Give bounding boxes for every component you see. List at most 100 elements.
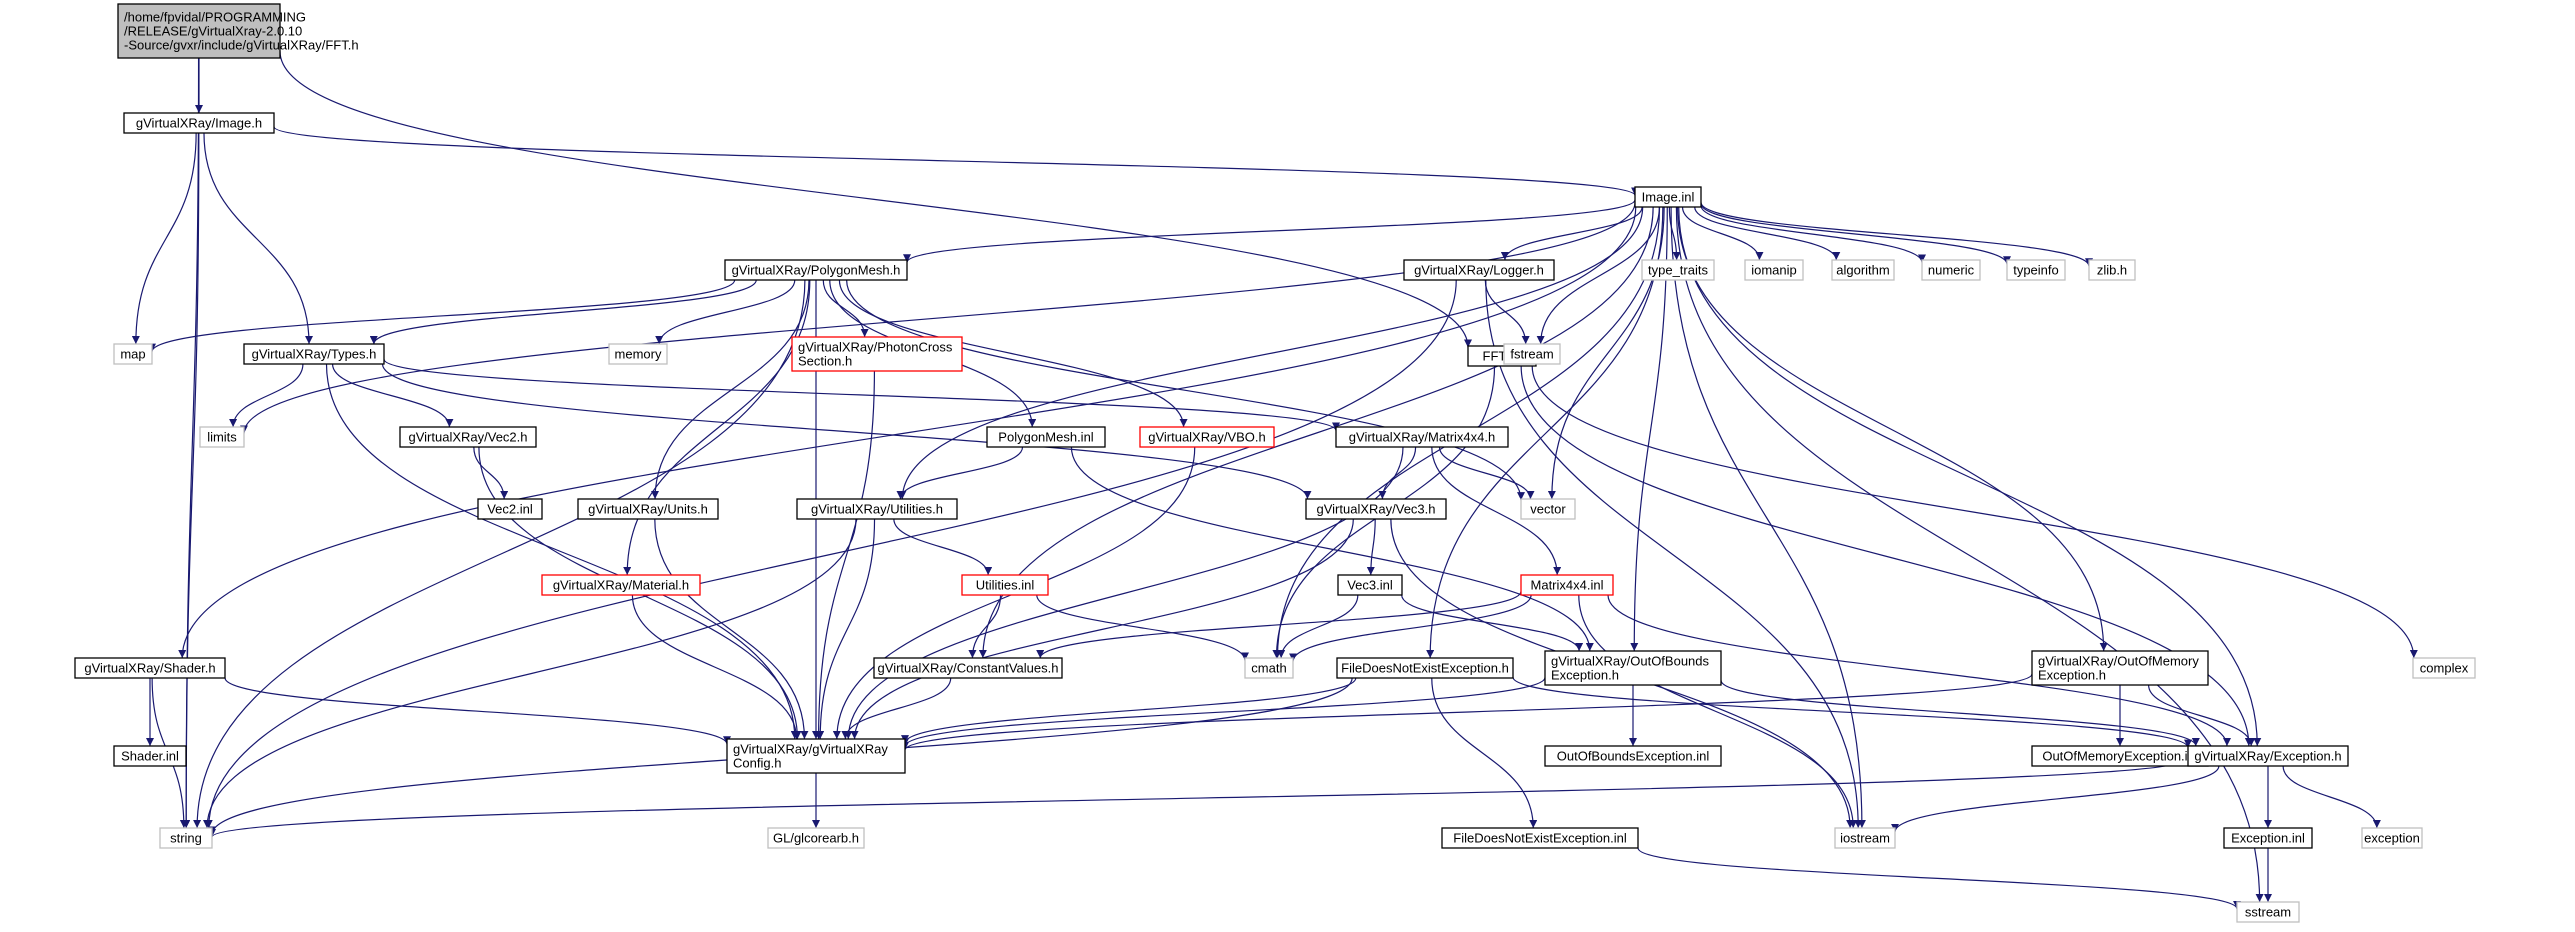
edge-image_inl-to-sstream [1675, 206, 2264, 903]
edge-polymesh_inl-to-utilities_h [896, 446, 1024, 500]
edge-matrix_inl-to-exception_h [1607, 594, 2231, 747]
edge-constval_h-to-config_h [841, 677, 952, 740]
node-label-line: algorithm [1836, 263, 1889, 278]
node-label-line: gVirtualXRay/Matrix4x4.h [1349, 430, 1495, 445]
edge-image_inl-to-iomanip [1681, 206, 1764, 261]
node-box [74, 657, 226, 679]
edge-matrix_h-to-config_h [844, 446, 1404, 740]
edge-material_h-to-config_h [631, 594, 801, 740]
node-box [243, 343, 385, 365]
edge-types_h-to-vec2_h [331, 363, 454, 428]
node-oob-inl[interactable]: OutOfBoundsException.inl [1544, 745, 1722, 767]
node-box [791, 336, 963, 372]
edge-vec3_h-to-vec3_inl [1366, 518, 1376, 576]
node-polymesh-inl[interactable]: PolygonMesh.inl [986, 426, 1106, 448]
node-fdne-inl[interactable]: FileDoesNotExistException.inl [1441, 827, 1639, 849]
node-label-line: OutOfMemoryException.inl [2042, 749, 2197, 764]
node-oob-h[interactable]: gVirtualXRay/OutOfBoundsException.h [1544, 650, 1722, 686]
node-label-line: string [170, 831, 202, 846]
node-label-line: type_traits [1648, 263, 1708, 278]
node-vec2-inl[interactable]: Vec2.inl [477, 498, 543, 520]
node-exception-inl[interactable]: Exception.inl [2223, 827, 2313, 849]
node-exception: exception [2361, 827, 2423, 849]
node-vec2-h[interactable]: gVirtualXRay/Vec2.h [399, 426, 537, 448]
node-label-line: FileDoesNotExistException.h [1341, 661, 1509, 676]
node-image-h[interactable]: gVirtualXRay/Image.h [123, 112, 275, 134]
edge-logger_h-to-fstream [1484, 279, 1530, 345]
node-box [1441, 827, 1639, 849]
node-label-line: gVirtualXRay/Material.h [553, 578, 689, 593]
node-sstream: sstream [2236, 901, 2300, 923]
node-typeinfo: typeinfo [2006, 259, 2066, 281]
node-label-line: gVirtualXRay/Exception.h [2194, 749, 2341, 764]
edge-image_inl-to-zlib_h [1700, 202, 2093, 267]
edge-polymesh_h-to-material_h [623, 279, 811, 576]
node-box [1744, 259, 1804, 281]
edge-image_inl-to-fdne_h [1426, 206, 1664, 659]
node-label-line: Image.inl [1642, 190, 1695, 205]
node-label-line: Exception.inl [2231, 831, 2305, 846]
node-oom-inl[interactable]: OutOfMemoryException.inl [2031, 745, 2209, 767]
node-box [113, 343, 153, 365]
node-matrix-h[interactable]: gVirtualXRay/Matrix4x4.h [1335, 426, 1509, 448]
node-map: map [113, 343, 153, 365]
node-image-inl[interactable]: Image.inl [1634, 186, 1702, 208]
node-box [1641, 259, 1715, 281]
node-box [477, 498, 543, 520]
node-oom-h[interactable]: gVirtualXRay/OutOfMemoryException.h [2031, 650, 2209, 686]
node-box [796, 498, 958, 520]
node-label-line: gVirtualXRay/VBO.h [1148, 430, 1266, 445]
edge-vec3_inl-to-oob_h [1401, 594, 1584, 652]
edge-image_inl-to-type_traits [1668, 206, 1681, 261]
node-root[interactable]: /home/fpvidal/PROGRAMMING/RELEASE/gVirtu… [117, 3, 359, 59]
node-label-line: gVirtualXRay/Logger.h [1414, 263, 1544, 278]
edge-matrix_inl-to-constval_h [1036, 591, 1522, 659]
node-box [2031, 650, 2209, 686]
node-label-line: Matrix4x4.inl [1531, 578, 1604, 593]
node-box [1336, 657, 1514, 679]
node-utilities-h[interactable]: gVirtualXRay/Utilities.h [796, 498, 958, 520]
edge-image_inl-to-oob_h [1630, 206, 1668, 652]
edges-layer [131, 51, 2418, 910]
node-shader-h[interactable]: gVirtualXRay/Shader.h [74, 657, 226, 679]
node-shader-inl[interactable]: Shader.inl [113, 745, 187, 767]
node-box [2412, 657, 2476, 679]
node-units-h[interactable]: gVirtualXRay/Units.h [577, 498, 719, 520]
edge-polymesh_h-to-photon_h [822, 279, 869, 338]
edge-logger_h-to-string [204, 279, 1457, 829]
node-label-line: gVirtualXRay/PolygonMesh.h [732, 263, 901, 278]
node-utilities-inl[interactable]: Utilities.inl [961, 574, 1049, 596]
node-matrix-inl[interactable]: Matrix4x4.inl [1520, 574, 1614, 596]
node-polymesh-h[interactable]: gVirtualXRay/PolygonMesh.h [724, 259, 908, 281]
node-label-line: gVirtualXRay/Units.h [588, 502, 708, 517]
node-exception-h[interactable]: gVirtualXRay/Exception.h [2187, 745, 2349, 767]
edge-vec3_h-to-config_h [850, 518, 1354, 740]
node-label-line: GL/glcorearb.h [773, 831, 859, 846]
node-types-h[interactable]: gVirtualXRay/Types.h [243, 343, 385, 365]
node-vec3-h[interactable]: gVirtualXRay/Vec3.h [1305, 498, 1447, 520]
node-box [1544, 650, 1722, 686]
node-fdne-h[interactable]: FileDoesNotExistException.h [1336, 657, 1514, 679]
edge-image_inl-to-limits [240, 202, 1636, 434]
node-vbo-h[interactable]: gVirtualXRay/VBO.h [1139, 426, 1275, 448]
node-vec3-inl[interactable]: Vec3.inl [1337, 574, 1403, 596]
edge-oob_h-to-config_h [901, 677, 1546, 747]
node-label-line: gVirtualXRay/ConstantValues.h [878, 661, 1059, 676]
node-box [2187, 745, 2349, 767]
node-logger-h[interactable]: gVirtualXRay/Logger.h [1403, 259, 1555, 281]
node-box [2088, 259, 2136, 281]
node-label-line: gVirtualXRay/Types.h [252, 347, 377, 362]
node-label-line: sstream [2245, 905, 2291, 920]
edge-polymesh_h-to-vector [846, 279, 1525, 501]
edge-vec2_h-to-vec2_inl [473, 446, 509, 500]
node-box [113, 745, 187, 767]
node-numeric: numeric [1921, 259, 1981, 281]
node-material-h[interactable]: gVirtualXRay/Material.h [541, 574, 701, 596]
node-zlib-h: zlib.h [2088, 259, 2136, 281]
node-constval-h[interactable]: gVirtualXRay/ConstantValues.h [873, 657, 1063, 679]
edge-image_inl-to-shader_h [178, 206, 1637, 659]
edge-shader_h-to-config_h [224, 677, 731, 745]
